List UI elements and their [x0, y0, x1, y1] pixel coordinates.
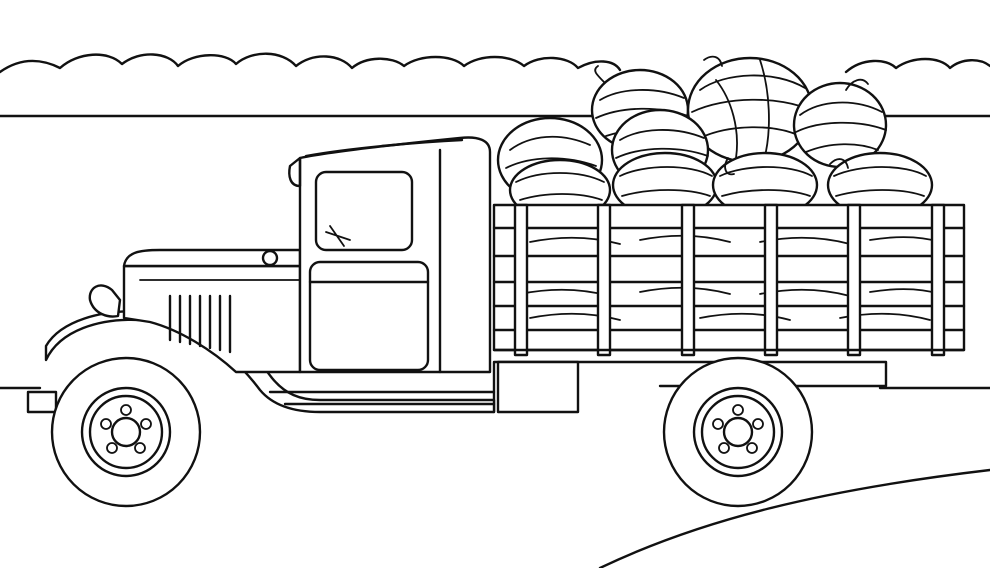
truck-bed: [492, 203, 966, 357]
watermelon: [711, 151, 819, 219]
toolbox: [496, 360, 580, 414]
steering-wheel: [325, 225, 351, 247]
front-bumper: [26, 390, 58, 414]
truck-cab: [288, 136, 492, 374]
hood: [122, 264, 302, 374]
headlight: [88, 284, 122, 318]
cab-window: [314, 170, 414, 252]
hood-vents: [168, 294, 232, 354]
rear-wheel: [662, 356, 814, 508]
watermelon: [792, 78, 888, 169]
road-curve: [598, 468, 990, 568]
running-board: [268, 390, 496, 406]
background-bushes: [0, 52, 622, 74]
watermelon-pile: [496, 55, 934, 222]
cab-door: [308, 260, 430, 372]
background-bushes-right: [844, 57, 990, 74]
radiator-cap: [261, 249, 279, 267]
front-wheel: [50, 356, 202, 508]
watermelon: [826, 151, 934, 219]
watermelon: [686, 55, 814, 164]
hood-top: [122, 248, 302, 268]
